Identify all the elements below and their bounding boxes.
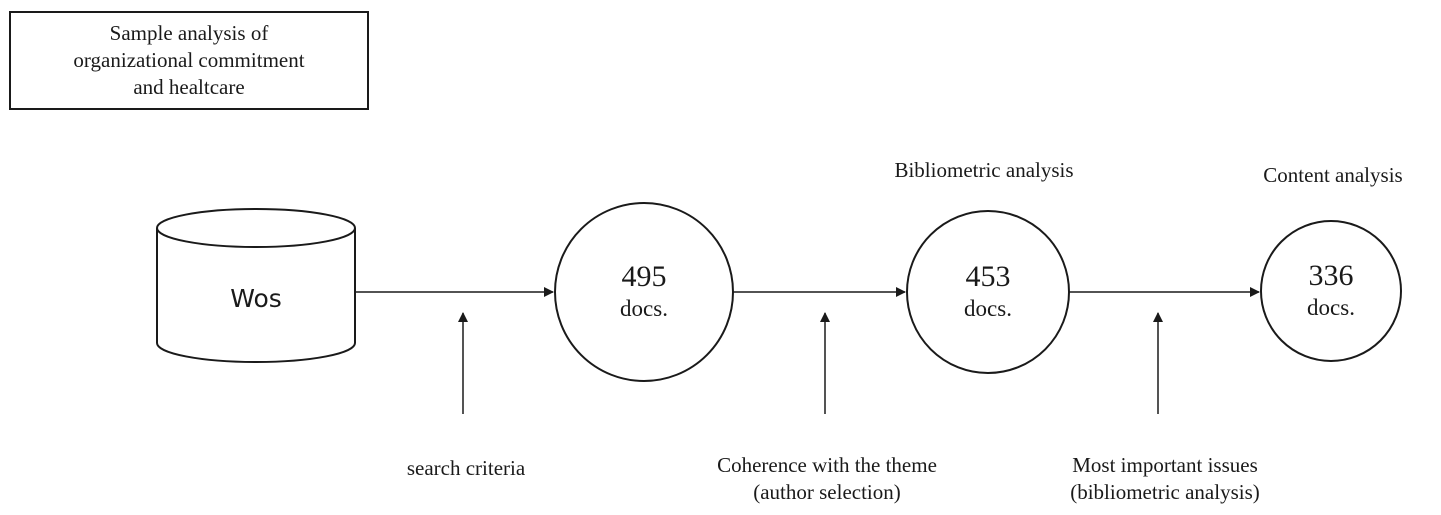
- step-label-coherence: Coherence with the theme (author selecti…: [717, 452, 937, 506]
- stage-label-bibliometric: Bibliometric analysis: [894, 158, 1074, 182]
- step-line: Most important issues: [1072, 453, 1258, 477]
- title-line: Sample analysis of: [109, 21, 269, 45]
- node-count: 336: [1308, 259, 1354, 292]
- title-line: and healtcare: [133, 75, 245, 99]
- node-453: 453 docs.: [907, 211, 1069, 373]
- node-count: 495: [621, 260, 667, 293]
- step-line: search criteria: [406, 456, 526, 480]
- step-line: (bibliometric analysis): [1070, 480, 1260, 504]
- node-unit: docs.: [1307, 295, 1355, 320]
- node-circle-336: [1260, 220, 1402, 362]
- node-495: 495 docs.: [555, 203, 733, 381]
- node-count: 453: [965, 260, 1011, 293]
- database-cylinder-icon: [156, 208, 356, 363]
- stage-label-content: Content analysis: [1263, 163, 1403, 187]
- node-336: 336 docs.: [1261, 221, 1401, 361]
- title-line: organizational commitment: [73, 48, 305, 72]
- step-line: (author selection): [753, 480, 901, 504]
- title-text: Sample analysis of organizational commit…: [73, 20, 304, 101]
- step-line: Coherence with the theme: [717, 453, 937, 477]
- node-unit: docs.: [964, 296, 1012, 321]
- title-box: Sample analysis of organizational commit…: [9, 11, 369, 110]
- node-unit: docs.: [620, 296, 668, 321]
- step-label-search: search criteria: [407, 455, 525, 482]
- step-label-important-issues: Most important issues (bibliometric anal…: [1070, 452, 1260, 506]
- source-label: Wos: [230, 283, 282, 313]
